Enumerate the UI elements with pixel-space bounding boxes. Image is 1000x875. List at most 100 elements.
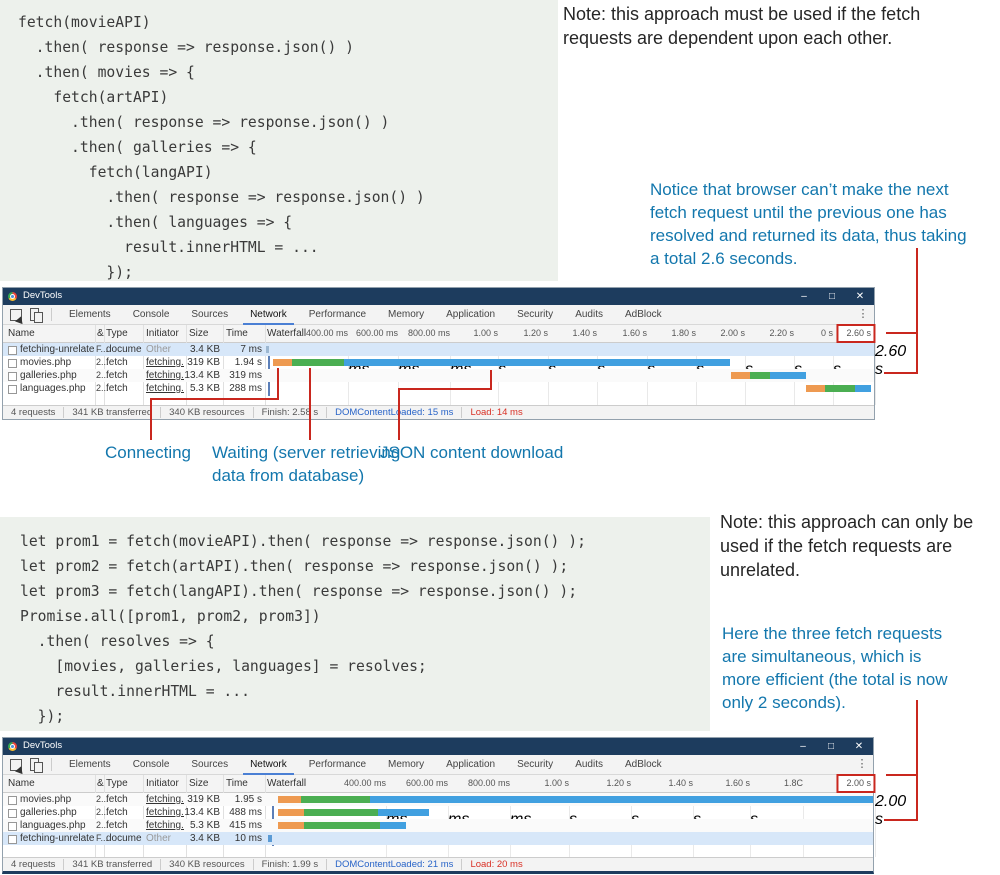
devtools-tab[interactable]: Memory <box>388 309 425 320</box>
close-button[interactable]: ✕ <box>854 741 864 752</box>
code-line: let prom3 = fetch(langAPI).then( respons… <box>20 583 578 600</box>
request-initiator-link[interactable]: fetching... <box>146 807 184 818</box>
devtools-tab[interactable]: Memory <box>388 759 425 770</box>
column-header[interactable]: Waterfall <box>267 328 307 339</box>
status-item: DOMContentLoaded: 15 ms <box>326 407 461 418</box>
devtools-tab[interactable]: Performance <box>308 759 367 770</box>
column-header[interactable]: & <box>97 328 104 339</box>
devtools-tab[interactable]: Application <box>446 309 496 320</box>
timeline-label: 1.80 s <box>671 328 696 338</box>
request-checkbox[interactable] <box>8 372 17 381</box>
network-request-row[interactable]: movies.php 2... fetch fetching... 319 KB… <box>3 356 874 369</box>
request-name: galleries.php <box>20 370 77 381</box>
waterfall-bar-segment <box>292 359 344 366</box>
network-request-row[interactable]: languages.php 2... fetch fetching... 5.3… <box>3 382 874 395</box>
request-initiator-link[interactable]: fetching... <box>146 383 184 394</box>
callout-line <box>884 819 918 821</box>
maximize-button[interactable]: □ <box>827 741 835 752</box>
close-button[interactable]: ✕ <box>855 291 865 302</box>
column-header[interactable]: Name <box>8 778 35 789</box>
request-checkbox[interactable] <box>8 385 17 394</box>
network-request-row[interactable]: galleries.php 2... fetch fetching... 13.… <box>3 369 874 382</box>
devtools-tab[interactable]: Elements <box>69 759 111 770</box>
devtools-tab[interactable]: Sources <box>191 759 229 770</box>
column-header[interactable]: Size <box>189 778 209 789</box>
network-request-row[interactable]: languages.php 2... fetch fetching... 5.3… <box>3 819 873 832</box>
request-checkbox[interactable] <box>8 796 17 805</box>
minimize-button[interactable]: – <box>801 291 807 302</box>
request-status: F... <box>96 833 109 843</box>
column-header[interactable]: Initiator <box>146 328 179 339</box>
note-sequential: Note: this approach must be used if the … <box>563 4 921 48</box>
request-checkbox[interactable] <box>8 809 17 818</box>
request-checkbox[interactable] <box>8 346 17 355</box>
devtools-tab[interactable]: Network <box>243 305 294 325</box>
window-controls: – □ ✕ <box>789 738 873 755</box>
waterfall-bar-segment <box>806 385 825 392</box>
status-item: 4 requests <box>11 859 56 870</box>
code-line: let prom1 = fetch(movieAPI).then( respon… <box>20 533 586 550</box>
request-initiator-link[interactable]: fetching... <box>146 820 184 831</box>
column-header[interactable]: & <box>97 778 104 789</box>
inspect-element-icon[interactable] <box>10 309 22 321</box>
devtools-tab[interactable]: Elements <box>69 309 111 320</box>
devtools-tab[interactable]: Security <box>517 309 554 320</box>
devtools-tab[interactable]: AdBlock <box>624 759 662 770</box>
code-line: let prom2 = fetch(artAPI).then( response… <box>20 558 569 575</box>
column-header[interactable]: Initiator <box>146 778 179 789</box>
column-header[interactable]: Time <box>226 778 248 789</box>
request-initiator-link[interactable]: fetching... <box>146 794 184 805</box>
column-header[interactable]: Type <box>106 328 128 339</box>
waterfall-bar-segment <box>344 359 730 366</box>
callout-line <box>150 398 152 440</box>
devtools-tab[interactable]: Console <box>132 759 170 770</box>
inspect-element-icon[interactable] <box>10 759 22 771</box>
devtools-tab[interactable]: AdBlock <box>624 309 662 320</box>
device-toolbar-icon[interactable] <box>30 758 43 773</box>
network-request-row[interactable]: fetching-unrelate... F... docume... Othe… <box>3 343 874 356</box>
gridline: 2.00 s <box>875 793 906 857</box>
overflow-menu-icon[interactable]: ⋮ <box>856 758 868 770</box>
network-request-row[interactable]: movies.php 2... fetch fetching... 319 KB… <box>3 793 873 806</box>
minimize-button[interactable]: – <box>800 741 806 752</box>
column-header[interactable]: Waterfall <box>267 778 307 789</box>
code-line: result.innerHTML = ... <box>20 683 250 700</box>
request-checkbox[interactable] <box>8 359 17 368</box>
request-checkbox[interactable] <box>8 835 17 844</box>
window-controls: – □ ✕ <box>790 288 874 305</box>
devtools-tab[interactable]: Sources <box>191 309 229 320</box>
network-request-row[interactable]: fetching-unrelate... F... docume... Othe… <box>3 832 873 845</box>
waterfall-bar-segment <box>273 359 292 366</box>
status-item: Load: 20 ms <box>461 859 530 870</box>
devtools-tab[interactable]: Audits <box>575 309 603 320</box>
column-header[interactable]: Name <box>8 328 35 339</box>
devtools-tab[interactable]: Application <box>446 759 496 770</box>
code-block-sequential-fetch: fetch(movieAPI) .then( response => respo… <box>0 0 558 281</box>
devtools-tab[interactable]: Network <box>243 755 294 775</box>
column-header[interactable]: Time <box>226 328 248 339</box>
request-initiator-link[interactable]: fetching... <box>146 370 184 381</box>
devtools-tab[interactable]: Console <box>132 309 170 320</box>
chrome-icon <box>8 742 17 751</box>
devtools-tab[interactable]: Security <box>517 759 554 770</box>
column-header[interactable]: Size <box>189 328 209 339</box>
maximize-button[interactable]: □ <box>828 291 836 302</box>
waterfall-cell <box>265 819 873 832</box>
devtools-tab[interactable]: Performance <box>308 309 367 320</box>
timeline-label: 2.00 s <box>720 328 745 338</box>
request-status: 2... <box>96 807 109 817</box>
callout-line <box>398 388 400 440</box>
callout-line <box>886 774 916 776</box>
column-header[interactable]: Type <box>106 778 128 789</box>
request-checkbox[interactable] <box>8 822 17 831</box>
waterfall-bar-segment <box>304 809 378 816</box>
devtools-tab[interactable]: Audits <box>575 759 603 770</box>
device-toolbar-icon[interactable] <box>30 308 43 323</box>
request-initiator: Other <box>146 344 172 355</box>
request-initiator-link[interactable]: fetching... <box>146 357 184 368</box>
waterfall-cell <box>265 806 873 819</box>
overflow-menu-icon[interactable]: ⋮ <box>857 308 869 320</box>
network-request-row[interactable]: galleries.php 2... fetch fetching... 13.… <box>3 806 873 819</box>
request-name: languages.php <box>20 820 86 831</box>
